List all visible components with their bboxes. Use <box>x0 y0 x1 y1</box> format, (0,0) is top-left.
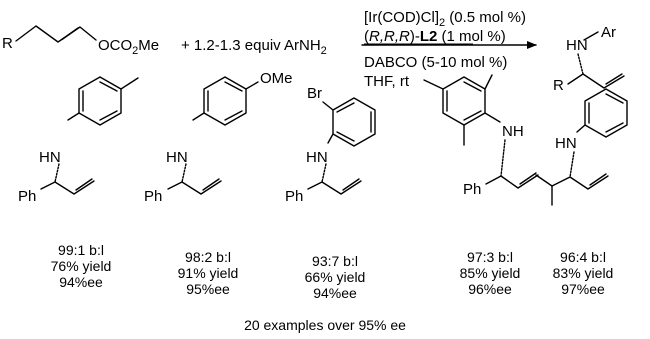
ee-value: 94%ee <box>313 285 357 301</box>
example-1: HN Ph 99:1 b:l 76% yield 94%ee <box>18 76 139 290</box>
conditions-below-arrow: DABCO (5-10 mol %) THF, rt <box>364 54 507 90</box>
nh-label: HN <box>166 149 188 166</box>
footer-summary: 20 examples over 95% ee <box>244 317 406 333</box>
base-label: DABCO (5-10 mol %) <box>364 54 507 71</box>
yield-value: 83% yield <box>553 265 614 281</box>
example-5: HN 96:4 b:l 83% yield 97%ee <box>535 88 628 297</box>
ee-value: 96%ee <box>468 281 512 297</box>
phenyl-label: Ph <box>18 188 36 205</box>
nh-label: NH <box>502 123 524 140</box>
selectivity-ratio: 98:2 b:l <box>185 249 231 265</box>
solvent-label: THF, rt <box>364 73 410 90</box>
example-4: NH Ph 97:3 b:l 85% yield 96%ee <box>423 74 539 297</box>
phenyl-label: Ph <box>285 188 303 205</box>
product-nh-label: HN <box>566 37 588 54</box>
catalyst-label: [Ir(COD)Cl]2 (0.5 mol %) <box>364 9 526 29</box>
methyl-group <box>423 79 444 90</box>
substrate-structure: R OCO2Me <box>2 25 159 57</box>
example-2: OMe HN Ph 98:2 b:l 91% yield 95%ee <box>144 70 293 297</box>
methyl-group <box>484 74 493 90</box>
phenyl-label: Ph <box>463 181 481 198</box>
conditions-above-arrow: [Ir(COD)Cl]2 (0.5 mol %) (R,R,R)-L2 (1 m… <box>364 9 526 45</box>
selectivity-ratio: 96:4 b:l <box>560 249 606 265</box>
nh-label: HN <box>306 149 328 166</box>
substrate-leaving-group: OCO2Me <box>98 37 159 57</box>
ligand-label: (R,R,R)-L2 (1 mol %) <box>364 28 506 45</box>
nh-label: HN <box>555 135 577 152</box>
nh-label: HN <box>39 149 61 166</box>
yield-value: 76% yield <box>51 258 112 274</box>
product-structure: HN Ar R <box>553 24 625 94</box>
selectivity-ratio: 99:1 b:l <box>58 242 104 258</box>
product-ar-label: Ar <box>601 24 616 41</box>
selectivity-ratio: 93:7 b:l <box>312 253 358 269</box>
substrate-r-label: R <box>2 35 13 52</box>
bromo-label: Br <box>307 85 322 102</box>
amine-reagent: + 1.2-1.3 equiv ArNH2 <box>181 37 327 57</box>
product-r-label: R <box>553 77 564 94</box>
yield-value: 66% yield <box>305 269 366 285</box>
yield-value: 91% yield <box>178 265 239 281</box>
methyl-group <box>120 77 139 90</box>
ee-value: 95%ee <box>186 281 230 297</box>
phenyl-label: Ph <box>144 188 162 205</box>
selectivity-ratio: 97:3 b:l <box>467 249 513 265</box>
example-3: Br HN Ph 93:7 b:l 66% yield 94%ee <box>285 85 376 301</box>
ee-value: 97%ee <box>561 281 605 297</box>
ee-value: 94%ee <box>59 274 103 290</box>
methoxy-label: OMe <box>260 70 293 87</box>
yield-value: 85% yield <box>460 265 521 281</box>
